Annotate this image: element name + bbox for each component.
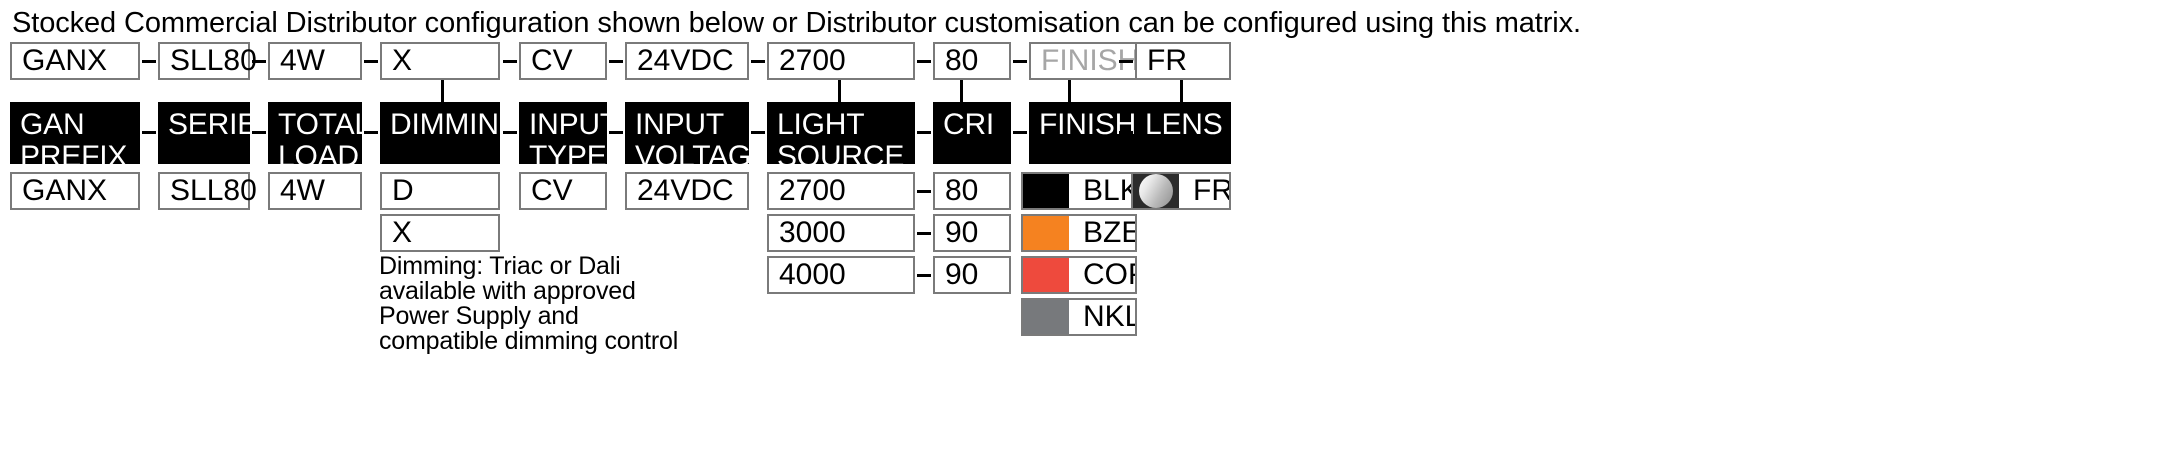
dash-separator xyxy=(917,190,931,193)
option-cri-3[interactable]: 90 xyxy=(933,256,1011,294)
selected-input-type[interactable]: CV xyxy=(519,42,607,80)
option-dimming-1[interactable]: D xyxy=(380,172,500,210)
dash-separator xyxy=(503,60,517,63)
option-cri-1[interactable]: 80 xyxy=(933,172,1011,210)
dash-separator xyxy=(609,131,623,134)
header-lens: LENS xyxy=(1135,102,1231,164)
selected-cri[interactable]: 80 xyxy=(933,42,1011,80)
header-series: SERIES xyxy=(158,102,277,164)
dash-separator xyxy=(917,274,931,277)
dash-separator xyxy=(1119,60,1133,63)
dash-separator xyxy=(1013,131,1027,134)
finish-color-chip-blk xyxy=(1023,174,1069,208)
dash-separator xyxy=(364,60,378,63)
dash-separator xyxy=(252,131,266,134)
option-total-load-1[interactable]: 4W xyxy=(268,172,362,210)
header-input-voltage: INPUT VOLTAGE xyxy=(625,102,771,173)
option-finish-cop[interactable]: COP xyxy=(1021,256,1137,294)
connector-tick-cri xyxy=(960,80,963,102)
connector-tick-dimming xyxy=(441,80,444,102)
frosted-lens-ball-icon xyxy=(1139,174,1173,208)
dash-separator xyxy=(751,131,765,134)
dash-separator xyxy=(917,131,931,134)
option-gan-prefix-1[interactable]: GANX xyxy=(10,172,140,210)
selected-gan-prefix[interactable]: GANX xyxy=(10,42,140,80)
lens-code-fr: FR xyxy=(1193,174,1231,207)
selected-input-voltage[interactable]: 24VDC xyxy=(625,42,749,80)
finish-code-bze: BZE xyxy=(1083,216,1137,249)
dash-separator xyxy=(917,232,931,235)
dash-separator xyxy=(503,131,517,134)
header-total-load: TOTAL LOAD xyxy=(268,102,371,173)
option-light-source-1[interactable]: 2700 xyxy=(767,172,915,210)
option-input-voltage-1[interactable]: 24VDC xyxy=(625,172,749,210)
intro-text: Stocked Commercial Distributor configura… xyxy=(12,7,1581,39)
selected-light-source[interactable]: 2700 xyxy=(767,42,915,80)
finish-code-blk: BLK xyxy=(1083,174,1137,207)
option-input-type-1[interactable]: CV xyxy=(519,172,607,210)
dash-separator xyxy=(609,60,623,63)
dash-separator xyxy=(252,60,266,63)
finish-color-chip-cop xyxy=(1023,258,1069,292)
dash-separator xyxy=(917,60,931,63)
dash-separator xyxy=(1119,131,1133,134)
frosted-lens-icon xyxy=(1133,174,1179,208)
dash-separator xyxy=(364,131,378,134)
dimming-note: Dimming: Triac or Dali available with ap… xyxy=(379,252,679,355)
option-dimming-2[interactable]: X xyxy=(380,214,500,252)
option-cri-2[interactable]: 90 xyxy=(933,214,1011,252)
dash-separator xyxy=(142,60,156,63)
dash-separator xyxy=(751,60,765,63)
header-cri: CRI xyxy=(933,102,1011,164)
option-series-1[interactable]: SLL80 xyxy=(158,172,257,210)
finish-color-chip-nkl xyxy=(1023,300,1069,334)
header-dimming: DIMMING xyxy=(380,102,522,164)
selected-dimming[interactable]: X xyxy=(380,42,500,80)
dash-separator xyxy=(142,131,156,134)
option-finish-bze[interactable]: BZE xyxy=(1021,214,1137,252)
option-light-source-2[interactable]: 3000 xyxy=(767,214,915,252)
header-gan-prefix: GAN PREFIX xyxy=(10,102,140,173)
finish-code-nkl: NKL xyxy=(1083,300,1137,333)
option-light-source-3[interactable]: 4000 xyxy=(767,256,915,294)
header-light-source: LIGHT SOURCE (K) xyxy=(767,102,915,205)
connector-tick-light-source xyxy=(838,80,841,102)
connector-tick-finish xyxy=(1068,80,1071,102)
option-lens-fr[interactable]: FR xyxy=(1131,172,1231,210)
connector-tick-lens xyxy=(1180,80,1183,102)
selected-total-load[interactable]: 4W xyxy=(268,42,362,80)
header-input-type: INPUT TYPE xyxy=(519,102,618,173)
selected-series[interactable]: SLL80 xyxy=(158,42,257,80)
finish-code-cop: COP xyxy=(1083,258,1135,291)
selected-lens[interactable]: FR xyxy=(1135,42,1231,80)
option-finish-blk[interactable]: BLK xyxy=(1021,172,1137,210)
dash-separator xyxy=(1013,60,1027,63)
finish-color-chip-bze xyxy=(1023,216,1069,250)
option-finish-nkl[interactable]: NKL xyxy=(1021,298,1137,336)
